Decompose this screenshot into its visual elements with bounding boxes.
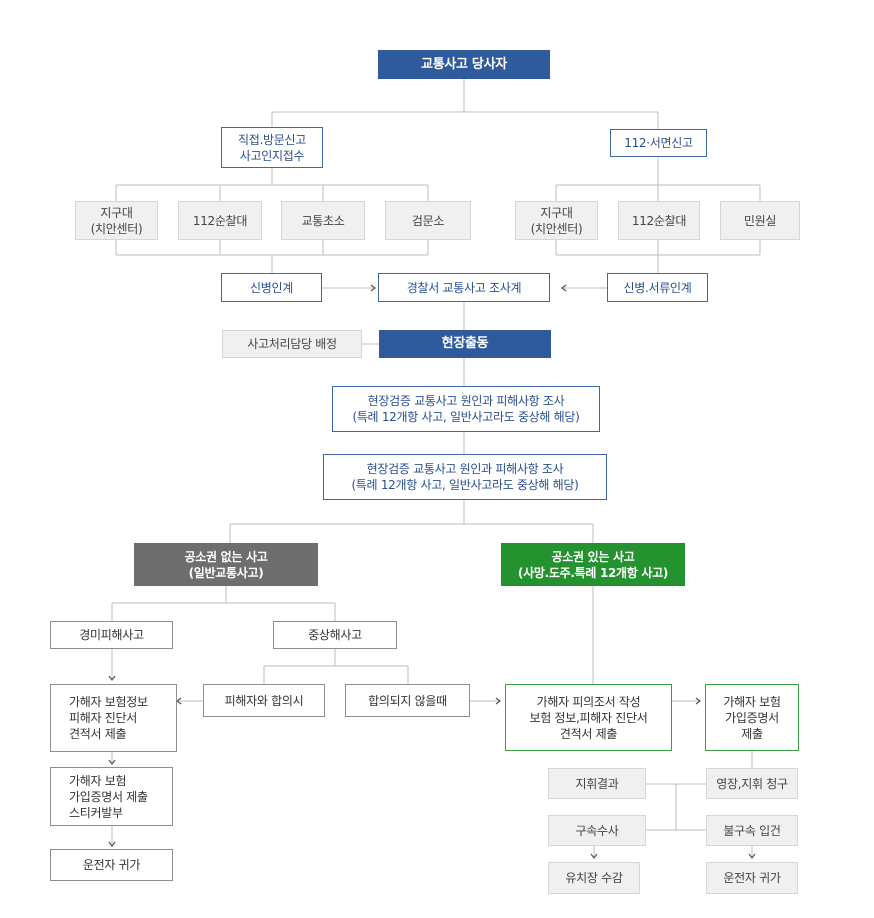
inspection-1-line-2: (특례 12개항 사고, 일반사고라도 중상해 해당) <box>352 410 580 424</box>
right-jigudae-box: 지구대 (치안센터) <box>515 201 598 240</box>
insurance-cert-left-line-3: 스티커발부 <box>69 805 123 820</box>
traffic-post-box: 교통초소 <box>281 201 365 240</box>
driver-return-right-box: 운전자 귀가 <box>706 862 798 894</box>
serious-injury-box: 중상해사고 <box>273 621 397 649</box>
traffic-post-label: 교통초소 <box>301 213 345 228</box>
direct-report-line-1: 직접.방문신고 <box>238 132 306 147</box>
person-transfer-label: 신병인계 <box>250 280 293 295</box>
command-result-box: 지휘결과 <box>548 768 646 799</box>
submit-docs-left-box: 가해자 보험정보 피해자 진단서 견적서 제출 <box>50 684 177 752</box>
prosecution-line-1: 공소권 있는 사고 <box>551 549 635 564</box>
no-settlement-box: 합의되지 않을때 <box>345 684 470 717</box>
right-patrol-label: 112순찰대 <box>631 213 687 228</box>
prosecution-line-2: (사망.도주.특례 12개항 사고) <box>517 565 669 580</box>
suspect-statement-line-2: 보험 정보,피해자 진단서 <box>529 710 648 725</box>
investigation-team-box: 경찰서 교통사고 조사계 <box>378 273 550 302</box>
checkpoint-box: 검문소 <box>385 201 471 240</box>
no-prosecution-box: 공소권 없는 사고 (일반교통사고) <box>134 543 318 586</box>
suspect-statement-line-3: 견적서 제출 <box>559 726 618 741</box>
submit-docs-left-line-3: 견적서 제출 <box>69 727 127 741</box>
driver-return-right-label: 운전자 귀가 <box>723 871 781 885</box>
accident-party-label: 교통사고 당사자 <box>421 56 507 72</box>
arrest-investigation-box: 구속수사 <box>548 815 646 846</box>
no-prosecution-line-1: 공소권 없는 사고 <box>184 549 268 564</box>
submit-docs-left-line-2: 피해자 진단서 <box>69 711 137 725</box>
report-112-label: 112·서면신고 <box>624 136 693 150</box>
suspect-statement-line-1: 가해자 피의조서 작성 <box>536 694 641 709</box>
inspection-1-line-1: 현장검증 교통사고 원인과 피해사항 조사 <box>367 394 565 408</box>
person-doc-transfer-label: 신병.서류인계 <box>623 280 692 295</box>
assign-officer-label: 사고처리담당 배정 <box>247 337 337 351</box>
person-transfer-box: 신병인계 <box>221 273 322 302</box>
report-112-box: 112·서면신고 <box>610 129 707 157</box>
investigation-team-label: 경찰서 교통사고 조사계 <box>406 280 522 295</box>
right-jigudae-line-2: (치안센터) <box>530 221 583 236</box>
accident-party-box: 교통사고 당사자 <box>378 50 550 79</box>
checkpoint-label: 검문소 <box>411 213 445 228</box>
submit-docs-left-line-1: 가해자 보험정보 <box>69 695 148 709</box>
insurance-cert-left-line-2: 가입증명서 제출 <box>69 789 148 804</box>
command-result-label: 지휘결과 <box>575 776 619 791</box>
inspection-box-1: 현장검증 교통사고 원인과 피해사항 조사 (특례 12개항 사고, 일반사고라… <box>332 386 600 432</box>
insurance-cert-left-line-1: 가해자 보험 <box>69 773 127 788</box>
no-prosecution-line-2: (일반교통사고) <box>188 565 264 580</box>
left-jigudae-box: 지구대 (치안센터) <box>75 201 158 240</box>
insurance-cert-right-box: 가해자 보험 가입증명서 제출 <box>705 684 799 751</box>
detention-box: 유치장 수감 <box>548 862 640 894</box>
warrant-request-box: 영장,지휘 청구 <box>706 768 798 799</box>
detention-label: 유치장 수감 <box>565 871 623 885</box>
suspect-statement-box: 가해자 피의조서 작성 보험 정보,피해자 진단서 견적서 제출 <box>505 684 672 751</box>
right-patrol-box: 112순찰대 <box>618 201 700 240</box>
civil-office-label: 민원실 <box>743 213 777 228</box>
assign-officer-box: 사고처리담당 배정 <box>222 330 362 358</box>
insurance-cert-left-box: 가해자 보험 가입증명서 제출 스티커발부 <box>50 767 173 826</box>
driver-return-left-box: 운전자 귀가 <box>50 849 173 881</box>
insurance-cert-right-line-3: 제출 <box>741 726 763 741</box>
dispatch-label: 현장출동 <box>441 336 489 351</box>
minor-injury-box: 경미피해사고 <box>50 621 173 649</box>
left-patrol-box: 112순찰대 <box>178 201 262 240</box>
non-arrest-box: 불구속 입건 <box>706 815 798 846</box>
warrant-request-label: 영장,지휘 청구 <box>716 776 788 791</box>
non-arrest-label: 불구속 입건 <box>723 823 781 838</box>
insurance-cert-right-line-1: 가해자 보험 <box>723 694 781 709</box>
minor-injury-label: 경미피해사고 <box>79 628 144 642</box>
left-jigudae-line-1: 지구대 <box>100 205 133 220</box>
direct-report-box: 직접.방문신고 사고인지접수 <box>221 127 323 168</box>
inspection-2-line-1: 현장검증 교통사고 원인과 피해사항 조사 <box>366 462 564 476</box>
insurance-cert-right-line-2: 가입증명서 <box>725 710 779 725</box>
left-jigudae-line-2: (치안센터) <box>90 221 143 236</box>
settlement-box: 피해자와 합의시 <box>203 684 325 717</box>
prosecution-box: 공소권 있는 사고 (사망.도주.특례 12개항 사고) <box>501 543 685 586</box>
driver-return-left-label: 운전자 귀가 <box>82 858 141 872</box>
settlement-label: 피해자와 합의시 <box>224 693 304 708</box>
left-patrol-label: 112순찰대 <box>192 213 248 228</box>
serious-injury-label: 중상해사고 <box>308 628 362 642</box>
inspection-box-2: 현장검증 교통사고 원인과 피해사항 조사 (특례 12개항 사고, 일반사고라… <box>323 454 607 500</box>
right-jigudae-line-1: 지구대 <box>540 205 573 220</box>
no-settlement-label: 합의되지 않을때 <box>368 693 447 708</box>
dispatch-box: 현장출동 <box>379 330 551 358</box>
civil-office-box: 민원실 <box>720 201 800 240</box>
direct-report-line-2: 사고인지접수 <box>239 148 305 163</box>
inspection-2-line-2: (특례 12개항 사고, 일반사고라도 중상해 해당) <box>351 478 579 492</box>
arrest-investigation-label: 구속수사 <box>575 823 619 838</box>
person-doc-transfer-box: 신병.서류인계 <box>607 273 708 302</box>
